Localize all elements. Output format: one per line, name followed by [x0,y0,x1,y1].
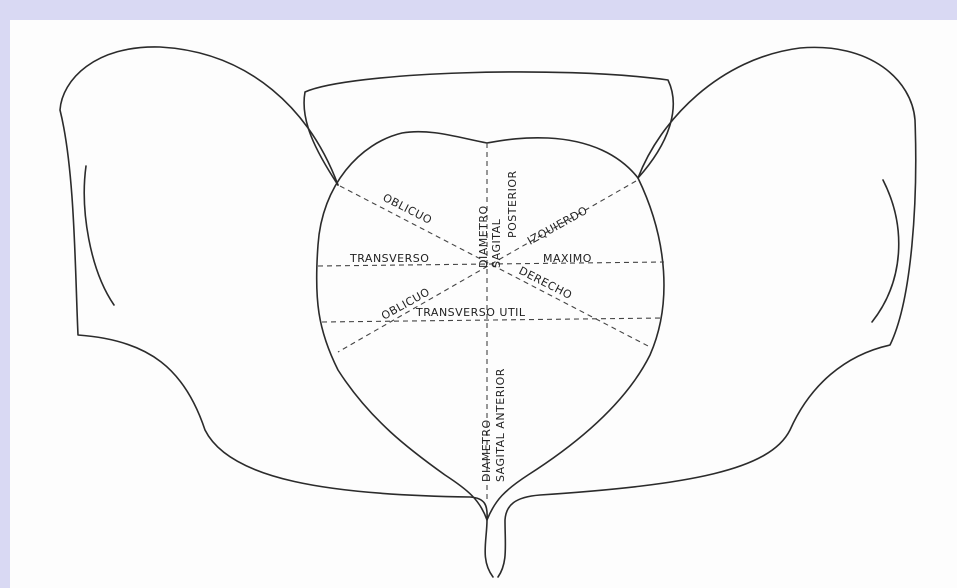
sacrum-outline [304,72,673,185]
label-sagital-upper: SAGITAL [490,218,503,268]
label-diametro-lower: DIAMETRO [480,419,493,482]
label-diametro-upper: DIAMETRO [477,205,490,268]
label-transverso-util: TRANSVERSO UTIL [415,306,526,319]
label-sagital-anterior: SAGITAL ANTERIOR [494,368,507,482]
label-transverso: TRANSVERSO [349,252,429,265]
left-iliac-crest-line [84,166,114,305]
label-izquierdo: IZQUIERDO [525,204,590,248]
label-posterior: POSTERIOR [506,170,519,238]
right-iliac-crest-line [872,180,899,322]
label-maximo: MAXIMO [543,252,592,265]
right-iliac-wing [498,47,916,577]
label-derecho: DERECHO [517,264,575,302]
